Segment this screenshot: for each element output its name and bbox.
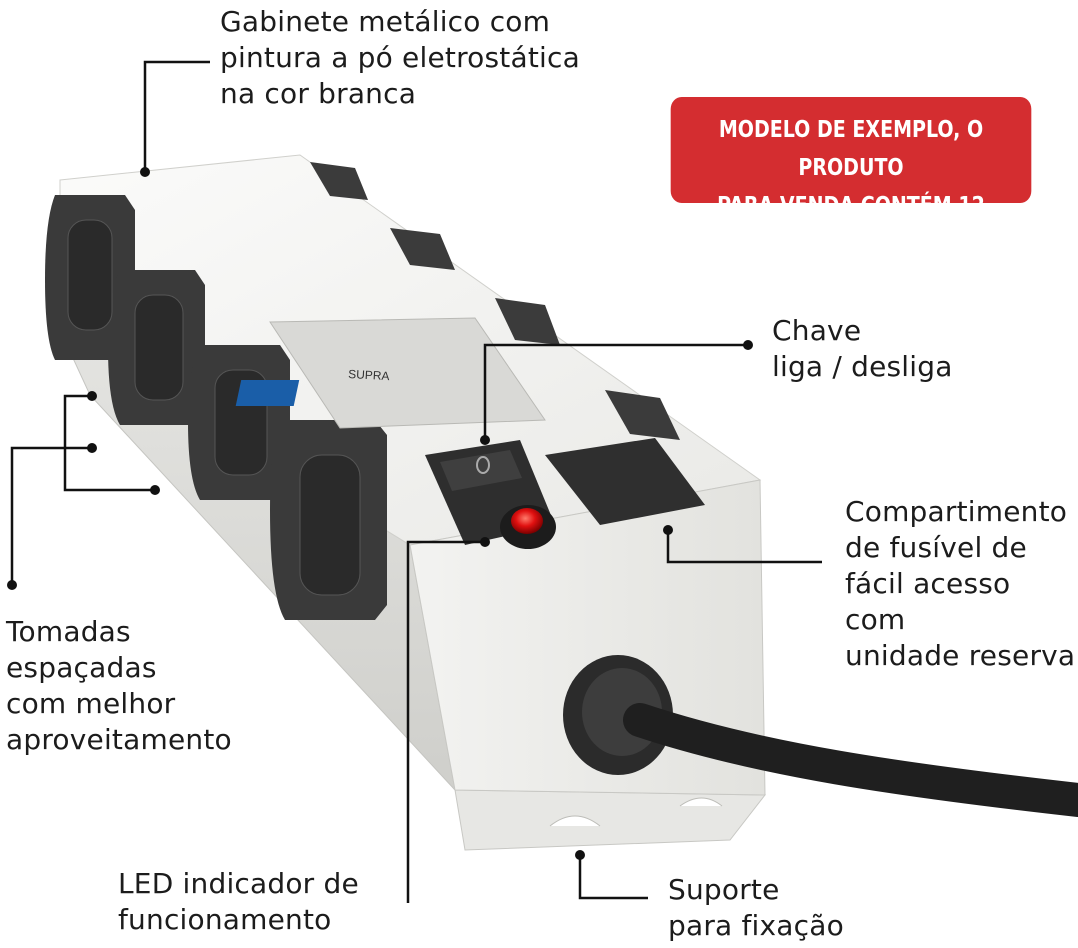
callout-switch: Chave liga / desliga xyxy=(772,314,953,383)
led-indicator xyxy=(500,505,556,549)
example-model-badge: MODELO DE EXEMPLO, O PRODUTO PARA VENDA … xyxy=(670,97,1032,257)
brand-label: SUPRA xyxy=(235,317,546,429)
svg-text:SUPRA: SUPRA xyxy=(348,367,390,383)
mounting-bracket xyxy=(454,789,767,851)
leader-dots xyxy=(7,167,753,860)
callout-outlets: Tomadas espaçadas com melhor aproveitame… xyxy=(6,615,232,756)
rear-outlet-fins xyxy=(310,162,680,440)
badge-line-2: PARA VENDA CONTÉM 12 TOMADAS xyxy=(717,193,985,257)
callout-fuse: Compartimento de fusível de fácil acesso… xyxy=(845,495,1076,672)
leader-lines xyxy=(10,60,822,903)
callout-bracket: Suporte para fixação xyxy=(668,873,844,942)
fuse-compartment xyxy=(545,438,705,525)
callout-cabinet: Gabinete metálico com pintura a pó eletr… xyxy=(220,5,580,110)
badge-line-1: MODELO DE EXEMPLO, O PRODUTO xyxy=(718,117,984,181)
power-cable xyxy=(563,655,1078,817)
callout-led: LED indicador de funcionamento xyxy=(118,867,359,936)
outlet-sockets xyxy=(67,219,361,596)
